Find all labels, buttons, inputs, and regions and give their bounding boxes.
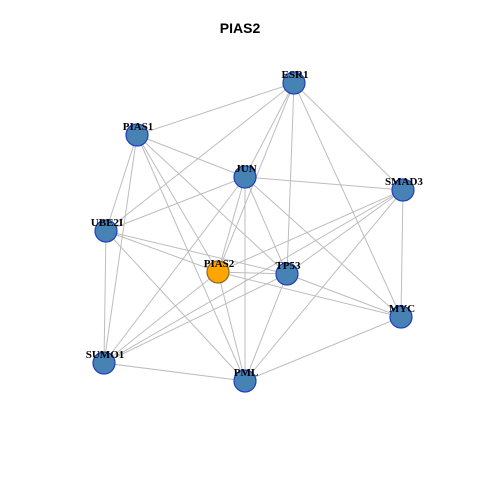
edge-ube2i-pias2 <box>105 230 219 273</box>
node-label-pml: PML <box>234 367 258 379</box>
edge-pias1-sumo1 <box>103 134 138 364</box>
node-pml[interactable] <box>233 369 257 393</box>
node-label-jun: JUN <box>235 163 256 175</box>
edge-sumo1-pml <box>103 362 246 382</box>
edge-smad3-tp53 <box>286 189 404 275</box>
edge-esr1-ube2i <box>105 82 295 232</box>
edge-jun-sumo1 <box>103 176 246 364</box>
edge-pias1-ube2i <box>105 134 138 232</box>
edge-jun-pias2 <box>217 176 246 273</box>
edge-pias2-myc <box>217 271 402 318</box>
edge-esr1-tp53 <box>286 82 295 275</box>
edge-smad3-myc <box>400 189 404 318</box>
node-myc[interactable] <box>389 305 413 329</box>
edge-esr1-smad3 <box>293 82 404 191</box>
edge-pias1-tp53 <box>136 134 288 275</box>
node-layer <box>92 71 415 393</box>
edge-smad3-pml <box>244 189 404 382</box>
edge-ube2i-tp53 <box>105 230 288 275</box>
node-label-tp53: TP53 <box>275 260 301 272</box>
node-jun[interactable] <box>233 165 257 189</box>
edge-pias2-sumo1 <box>103 271 219 364</box>
edge-smad3-pias2 <box>217 189 404 273</box>
node-esr1[interactable] <box>282 71 306 95</box>
node-label-pias1: PIAS1 <box>123 121 154 133</box>
node-ube2i[interactable] <box>94 219 118 243</box>
edge-jun-ube2i <box>105 176 246 232</box>
edge-jun-smad3 <box>244 176 404 191</box>
node-label-ube2i: UBE2I <box>91 217 123 229</box>
edge-pias2-pml <box>217 271 246 382</box>
edge-ube2i-sumo1 <box>103 230 107 364</box>
edge-jun-myc <box>244 176 402 318</box>
edge-esr1-jun <box>244 82 295 178</box>
node-pias2[interactable] <box>206 260 230 284</box>
edge-esr1-pias1 <box>136 82 295 136</box>
edge-jun-tp53 <box>244 176 288 275</box>
node-sumo1[interactable] <box>92 351 116 375</box>
node-label-esr1: ESR1 <box>282 69 309 81</box>
node-label-pias2: PIAS2 <box>204 258 235 270</box>
graph-title: PIAS2 <box>219 20 261 36</box>
edge-tp53-myc <box>286 273 402 318</box>
edge-myc-pml <box>244 316 402 382</box>
edge-tp53-sumo1 <box>103 273 288 364</box>
edge-layer <box>103 82 404 382</box>
node-label-sumo1: SUMO1 <box>86 349 125 361</box>
node-label-myc: MYC <box>389 303 415 315</box>
node-pias1[interactable] <box>125 123 149 147</box>
edge-tp53-pml <box>244 273 288 382</box>
edge-smad3-sumo1 <box>103 189 404 364</box>
node-tp53[interactable] <box>275 262 299 286</box>
edge-pias1-pml <box>136 134 246 382</box>
edge-pias1-jun <box>136 134 246 178</box>
node-smad3[interactable] <box>391 178 415 202</box>
edge-esr1-myc <box>293 82 402 318</box>
node-label-smad3: SMAD3 <box>385 176 423 188</box>
